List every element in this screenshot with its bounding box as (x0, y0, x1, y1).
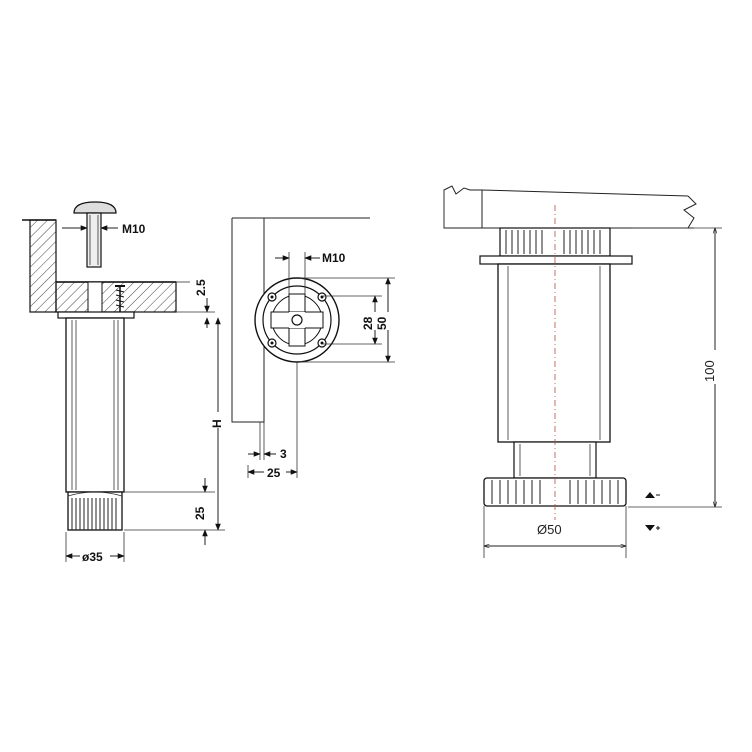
middle-offset-label: 3 (280, 447, 287, 461)
right-height-label: 100 (702, 360, 717, 382)
middle-outer-label: 50 (375, 316, 389, 330)
right-diameter-label: Ø50 (537, 522, 562, 537)
middle-distance-label: 25 (267, 466, 281, 480)
mounting-plate-plan (254, 277, 340, 363)
left-height-label: H (210, 419, 224, 428)
adjust-up-icon (645, 492, 660, 498)
leg-body (497, 263, 611, 443)
adjust-down-icon (645, 525, 660, 531)
left-gap-label: 2.5 (194, 279, 208, 296)
leg-foot (67, 491, 123, 531)
leg-neck (513, 441, 597, 479)
left-bolt-label: M10 (122, 222, 146, 236)
middle-view: M10 28 50 3 25 (231, 217, 395, 480)
left-diameter-label: ø35 (82, 550, 103, 564)
left-adjust-label: 25 (193, 506, 207, 520)
leg-tube (65, 317, 125, 493)
flange (479, 255, 633, 265)
cabinet-wall-section (29, 219, 57, 313)
left-view: M10 (22, 201, 225, 564)
screw (115, 285, 125, 312)
mounting-plate (57, 311, 135, 319)
middle-bolt-label: M10 (322, 251, 346, 265)
right-view: 100 Ø50 (443, 185, 722, 558)
middle-inner-label: 28 (361, 316, 375, 330)
bolt-m10 (73, 201, 117, 268)
cabinet-board (443, 185, 697, 229)
